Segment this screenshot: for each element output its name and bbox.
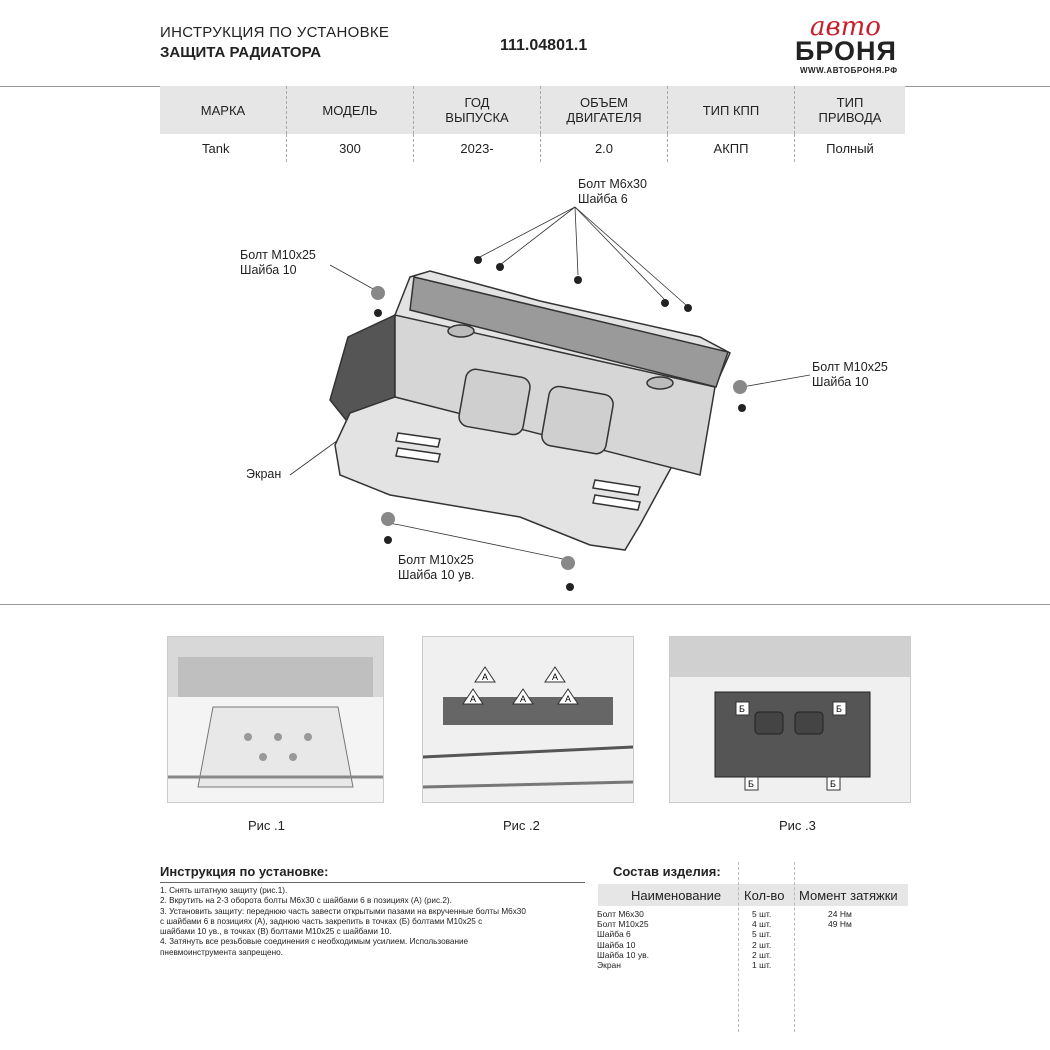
item-torque: 49 Нм	[828, 919, 852, 930]
marker-a: А	[482, 672, 488, 682]
spec-header-cell: ТИП КПП	[667, 86, 795, 134]
item-torque: 24 Нм	[828, 909, 852, 919]
instructions-underline	[160, 882, 585, 883]
spec-header-cell: МАРКА	[160, 86, 287, 134]
spec-cell: Полный	[826, 140, 874, 156]
marker-b: Б	[739, 704, 745, 714]
marker-b: Б	[836, 704, 842, 714]
composition-header: Наименование Кол-во Момент затяжки	[598, 884, 908, 906]
callout-text: Болт М10х25	[240, 248, 316, 262]
spec-header-text: ОБЪЕМ ДВИГАТЕЛЯ	[566, 95, 642, 125]
callout-bolt-bottom: Болт М10х25 Шайба 10 ув.	[398, 553, 474, 583]
column-divider	[738, 862, 739, 1032]
logo-script: автo	[810, 12, 881, 42]
fig2-photo: А А А А А	[422, 636, 634, 803]
marker-a: А	[552, 672, 558, 682]
item-name: Болт М10х25	[597, 919, 649, 930]
fig3-caption: Рис .3	[779, 818, 816, 833]
vehicle-spec-table: МАРКА МОДЕЛЬ ГОД ВЫПУСКА ОБЪЕМ ДВИГАТЕЛЯ…	[160, 86, 905, 162]
callout-text: Шайба 6	[578, 192, 628, 206]
spec-header-cell: ГОД ВЫПУСКА	[413, 86, 541, 134]
item-name: Шайба 10	[597, 939, 636, 950]
item-name: Болт М6х30	[597, 909, 644, 919]
callout-text: Шайба 10	[812, 375, 869, 389]
spec-value-row: Tank 300 2023- 2.0 АКПП Полный	[160, 134, 905, 162]
marker-b: Б	[830, 779, 836, 789]
doc-title: ИНСТРУКЦИЯ ПО УСТАНОВКЕ	[160, 24, 390, 41]
spec-cell: АКПП	[667, 134, 795, 162]
callout-bolt-right: Болт М10х25 Шайба 10	[812, 360, 888, 390]
item-qty: 2 шт.	[752, 949, 772, 960]
spec-cell: 300	[286, 134, 414, 162]
article-number: 111.04801.1	[500, 37, 588, 54]
fig2-caption: Рис .2	[503, 818, 540, 833]
item-qty: 5 шт.	[752, 909, 772, 919]
marker-a: А	[470, 694, 476, 704]
callout-screen: Экран	[246, 467, 282, 481]
instructions-title: Инструкция по установке:	[160, 864, 329, 879]
column-divider	[794, 862, 795, 1032]
callout-text: Болт М6х30	[578, 177, 647, 191]
item-name: Шайба 10 ув.	[597, 949, 649, 960]
col-torque-header: Момент затяжки	[799, 888, 898, 903]
spec-header-text: ТИП ПРИВОДА	[818, 95, 882, 125]
spec-header-cell: ОБЪЕМ ДВИГАТЕЛЯ	[540, 86, 668, 134]
fig1-photo	[167, 636, 384, 803]
composition-torque: 24 Нм 49 Нм	[828, 909, 852, 929]
instruction-line: 3. Установить защиту: переднюю часть зав…	[160, 906, 526, 916]
section-divider	[0, 604, 1050, 605]
marker-a: А	[520, 694, 526, 704]
spec-header-cell: МОДЕЛЬ	[286, 86, 414, 134]
doc-subtitle: ЗАЩИТА РАДИАТОРА	[160, 44, 322, 61]
item-qty: 2 шт.	[752, 939, 772, 950]
callout-text: Шайба 10 ув.	[398, 568, 475, 582]
instruction-line: 2. Вкрутить на 2-3 оборота болты М6х30 с…	[160, 896, 452, 906]
logo-url: WWW.АВТОБРОНЯ.РФ	[800, 66, 898, 75]
callout-text: Шайба 10	[240, 263, 297, 277]
logo-main: БРОНЯ	[795, 36, 897, 66]
bolt-icons	[371, 256, 747, 591]
spec-header-row: МАРКА МОДЕЛЬ ГОД ВЫПУСКА ОБЪЕМ ДВИГАТЕЛЯ…	[160, 86, 905, 134]
composition-title: Состав изделия:	[613, 864, 721, 879]
assembly-diagram	[289, 206, 811, 591]
radiator-guard	[329, 270, 731, 551]
composition-names: Болт М6х30 Болт М10х25 Шайба 6 Шайба 10 …	[597, 909, 649, 970]
col-name-header: Наименование	[631, 888, 722, 903]
callout-bolt-left: Болт М10х25 Шайба 10	[240, 248, 316, 278]
col-qty-header: Кол-во	[744, 888, 785, 903]
instruction-line: с шайбами 6 в позициях (А), заднюю часть…	[160, 916, 483, 926]
marker-b: Б	[748, 779, 754, 789]
composition-qty: 5 шт. 4 шт. 5 шт. 2 шт. 2 шт. 1 шт.	[752, 909, 771, 970]
spec-header-text: ГОД ВЫПУСКА	[445, 95, 509, 125]
instruction-line: 4. Затянуть все резьбовые соединения с н…	[160, 937, 469, 947]
item-name: Экран	[597, 960, 621, 971]
instruction-line: 1. Снять штатную защиту (рис.1).	[160, 886, 288, 895]
instruction-line: шайбами 10 ув., в точках (В) болтами М10…	[160, 927, 392, 937]
fig3-photo: Б Б Б Б	[669, 636, 911, 803]
item-qty: 1 шт.	[752, 960, 772, 971]
instructions-body: 1. Снять штатную защиту (рис.1). 2. Вкру…	[160, 886, 600, 958]
fig1-caption: Рис .1	[248, 818, 285, 833]
instruction-line: пневмоинструмента запрещено.	[160, 947, 283, 957]
spec-cell: 2023-	[413, 134, 541, 162]
item-name: Шайба 6	[597, 929, 631, 940]
spec-header-cell: ТИП ПРИВОДА	[794, 86, 905, 134]
spec-cell: 2.0	[540, 134, 668, 162]
callout-text: Болт М10х25	[398, 553, 474, 567]
callout-text: Болт М10х25	[812, 360, 888, 374]
spec-cell: Tank	[160, 134, 287, 162]
item-qty: 4 шт.	[752, 919, 772, 930]
marker-a: А	[565, 694, 571, 704]
callout-bolt-m6: Болт М6х30 Шайба 6	[578, 177, 647, 207]
item-qty: 5 шт.	[752, 929, 772, 940]
